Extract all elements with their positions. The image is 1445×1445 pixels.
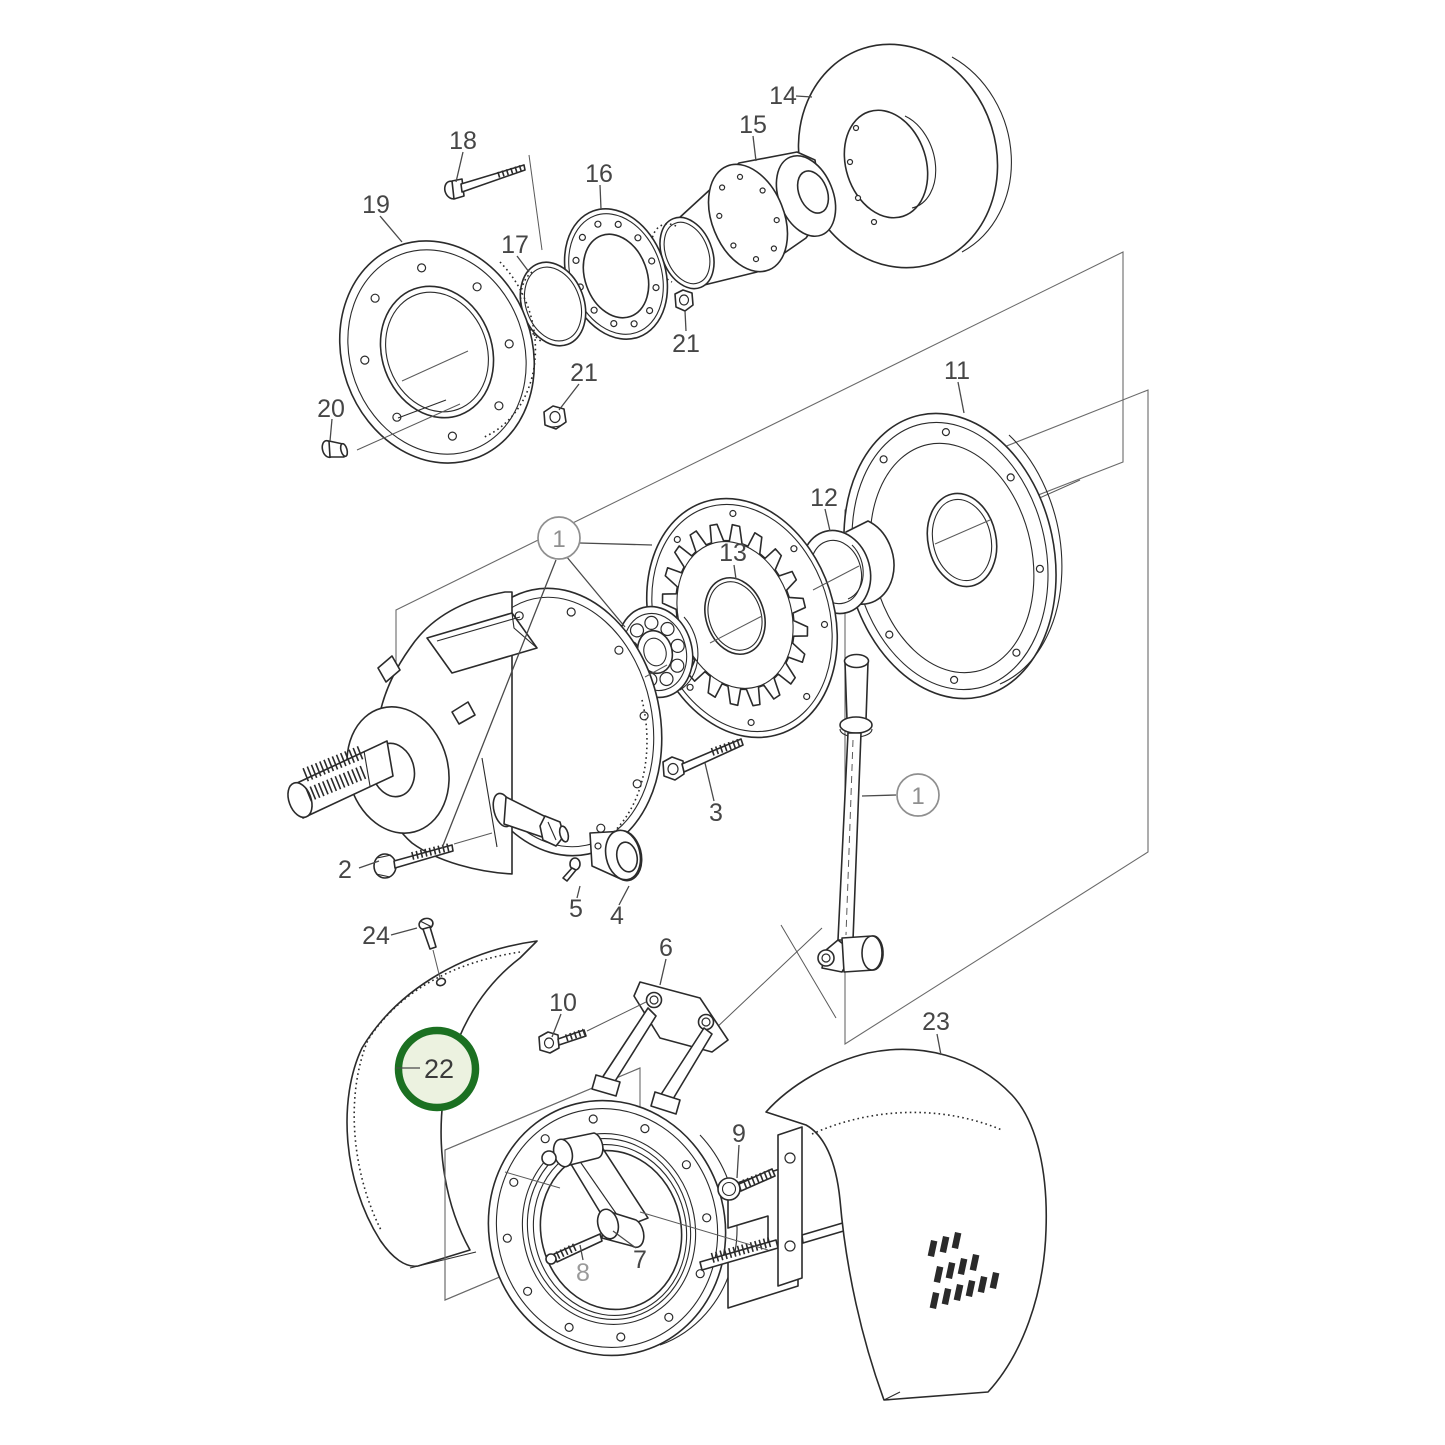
callout-labels: 18 19 16 17 14 15 21 21 20 11 12 13 2 3 …	[317, 82, 970, 1287]
part-24-screw	[418, 917, 441, 979]
part-23-guard-shell	[765, 1048, 1048, 1401]
callout-6-label: 6	[659, 934, 673, 962]
part-10-bolt	[538, 1001, 647, 1054]
part-5-screw	[562, 857, 581, 882]
callout-1-label-a: 1	[552, 526, 565, 553]
part-6-bracket	[591, 981, 729, 1115]
callout-1-label-b: 1	[911, 783, 924, 810]
part-20-screw	[321, 439, 349, 459]
callout-14-label: 14	[769, 82, 797, 110]
callout-3-label: 3	[709, 799, 723, 827]
callout-1-circle-left: 1	[537, 516, 581, 560]
part-13-plate-holes	[655, 509, 829, 727]
callout-2-label: 2	[338, 856, 352, 884]
part-gearbox-housing	[287, 587, 663, 875]
part-21-nut-lower	[543, 405, 567, 430]
part-2-bolt	[373, 843, 454, 879]
callout-8-label: 8	[576, 1259, 590, 1287]
callout-9-label: 9	[732, 1120, 746, 1148]
callout-13-label: 13	[719, 539, 747, 567]
part-19-bolt-holes	[360, 263, 514, 441]
part-12-bushing-ring	[800, 520, 895, 615]
part-15-bolt-holes	[716, 173, 780, 263]
highlighted-callout-22[interactable]: 22	[394, 1026, 480, 1112]
output-stub-bolt	[492, 792, 570, 847]
ring-axis-lines	[504, 1171, 769, 1251]
callout-7-label: 7	[633, 1246, 647, 1274]
callout-10-label: 10	[549, 989, 577, 1017]
part-4-bushing	[589, 829, 643, 882]
part-17-o-ring	[519, 261, 587, 347]
part-11-cover-housing	[843, 412, 1063, 700]
callout-20-label: 20	[317, 395, 345, 423]
callout-21-label-a: 21	[672, 330, 700, 358]
part-15-clutch-drum	[650, 151, 837, 290]
callout-21-label-b: 21	[570, 359, 598, 387]
callout-5-label: 5	[569, 895, 583, 923]
callout-24-label: 24	[362, 922, 390, 950]
part-3-bolt	[662, 738, 744, 781]
callout-11-label: 11	[944, 357, 970, 385]
part-19-bearing-housing-ring	[338, 240, 537, 464]
gearbox-lug-2	[451, 701, 476, 725]
callout-16-label: 16	[585, 160, 613, 188]
callout-17-label: 17	[501, 231, 529, 259]
part-13-sprocket-plate	[645, 497, 839, 739]
part-21-nut-upper	[674, 289, 694, 312]
part-16-gasket-flange	[563, 208, 669, 340]
leader-lines	[329, 95, 965, 1261]
part-9-bolt	[717, 1168, 776, 1201]
gearbox-lug-1	[377, 655, 401, 683]
ring-flange-bolt-holes	[502, 1114, 712, 1342]
callout-18-label: 18	[449, 127, 477, 155]
callout-23-label: 23	[922, 1008, 950, 1036]
callout-22-label: 22	[424, 1054, 454, 1084]
vent-slots	[927, 1232, 1000, 1310]
part-14-coupling-drum	[797, 43, 1012, 269]
callout-4-label: 4	[610, 902, 624, 930]
callout-19-label: 19	[362, 191, 390, 219]
callout-15-label: 15	[739, 111, 767, 139]
highlight-ring[interactable]	[394, 1026, 480, 1112]
callout-12-label: 12	[810, 484, 838, 512]
assembly-guide-lines	[356, 154, 991, 845]
part-18-long-bolt	[443, 164, 526, 200]
callout-1-circle-right: 1	[896, 773, 940, 817]
part-1-gear-lever	[817, 653, 884, 973]
